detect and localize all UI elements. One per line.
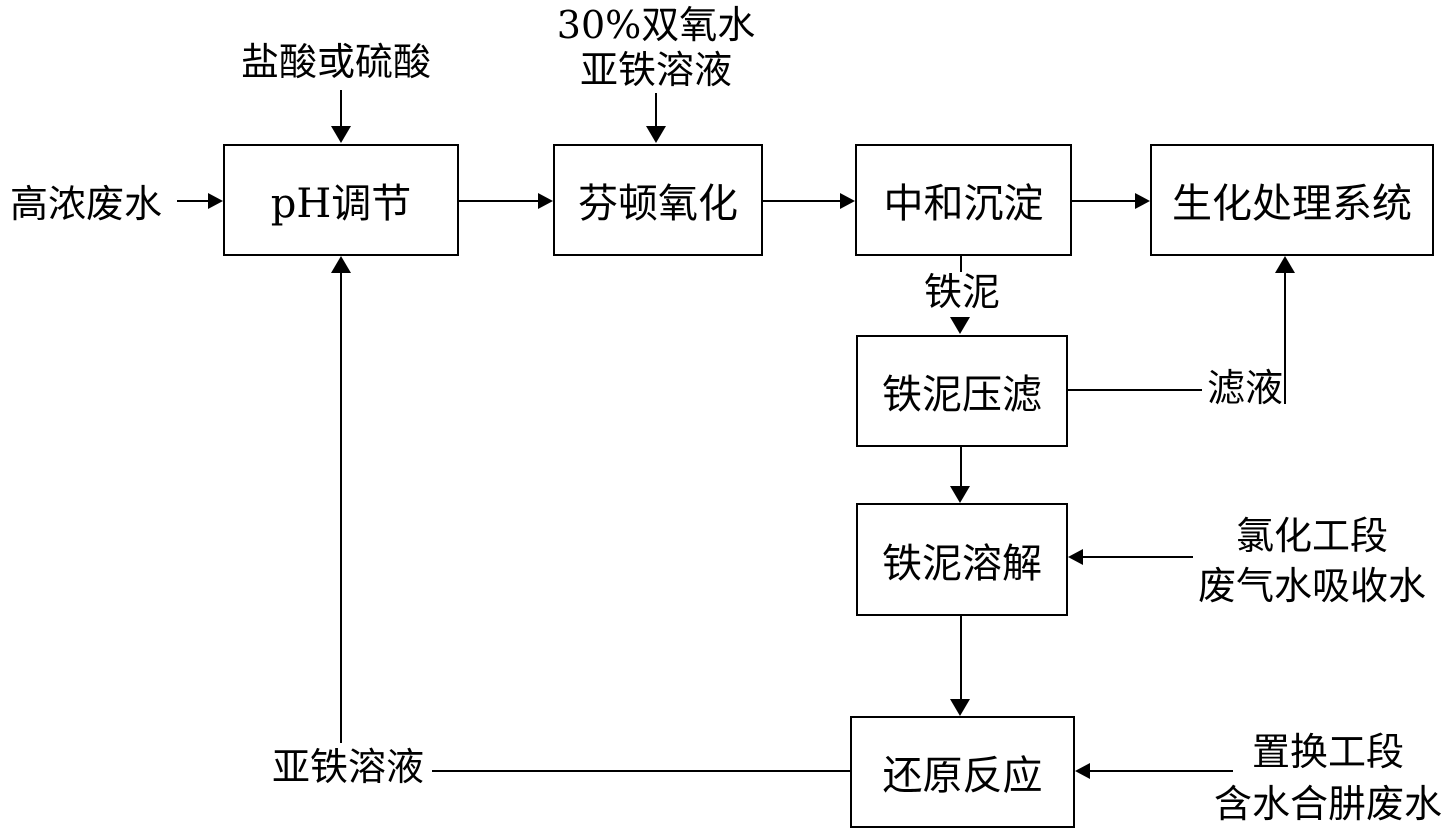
process-box-ph-adjust-label: pH调节 bbox=[270, 181, 412, 227]
arrow-filtrate-to-bio-line bbox=[1284, 272, 1286, 404]
flow-label-chlorination: 氯化工段 废气水吸收水 bbox=[1188, 511, 1436, 611]
flow-label-peroxide: 30%双氧水 亚铁溶液 bbox=[544, 3, 768, 93]
flow-label-iron-sludge: 铁泥 bbox=[923, 270, 1000, 314]
line-press-to-filtrate bbox=[1068, 389, 1202, 391]
arrow-ph-to-fenton-head bbox=[538, 193, 553, 209]
process-box-reduction: 还原反应 bbox=[850, 716, 1075, 828]
flow-label-influent: 高浓废水 bbox=[9, 182, 162, 226]
arrow-press-to-dissolve-line bbox=[960, 447, 962, 487]
arrow-acid-to-ph-head bbox=[331, 126, 351, 143]
flow-label-filtrate: 滤液 bbox=[1206, 366, 1283, 410]
process-box-sludge-dissolve: 铁泥溶解 bbox=[856, 503, 1068, 616]
arrow-acid-to-ph-line bbox=[340, 90, 342, 127]
arrow-neutral-to-bio-head bbox=[1135, 193, 1150, 209]
flow-label-replacement: 置换工段 含水合肼废水 bbox=[1206, 726, 1450, 830]
process-box-neutralization-label: 中和沉淀 bbox=[883, 181, 1044, 227]
flow-label-chlorination-line2: 废气水吸收水 bbox=[1197, 564, 1426, 608]
arrow-peroxide-to-fenton-line bbox=[655, 93, 657, 127]
flow-label-replacement-line2: 含水合肼废水 bbox=[1213, 782, 1442, 826]
process-box-fenton-oxidation: 芬顿氧化 bbox=[553, 144, 763, 256]
arrow-replacement-to-reduction-head bbox=[1075, 763, 1090, 779]
flow-label-acid: 盐酸或硫酸 bbox=[240, 40, 431, 84]
arrow-influent-to-ph-head bbox=[208, 193, 223, 209]
arrow-fenton-to-neutral-head bbox=[840, 193, 855, 209]
flow-label-peroxide-line2: 亚铁溶液 bbox=[579, 48, 732, 92]
flow-label-chlorination-line1: 氯化工段 bbox=[1235, 514, 1388, 558]
process-box-sludge-press: 铁泥压滤 bbox=[856, 335, 1068, 447]
arrow-replacement-to-reduction-line bbox=[1090, 770, 1233, 772]
arrow-chlorination-to-dissolve-line bbox=[1083, 556, 1193, 558]
flow-label-replacement-line1: 置换工段 bbox=[1251, 730, 1404, 774]
process-box-reduction-label: 还原反应 bbox=[882, 753, 1043, 799]
arrow-dissolve-to-reduction-head bbox=[950, 699, 970, 716]
arrow-peroxide-to-fenton-head bbox=[646, 126, 666, 143]
arrow-neutral-to-bio-line bbox=[1072, 200, 1136, 202]
process-box-biochemical-system-label: 生化处理系统 bbox=[1172, 181, 1412, 227]
process-box-sludge-dissolve-label: 铁泥溶解 bbox=[882, 540, 1042, 587]
arrow-sludge-to-press-head bbox=[950, 317, 970, 334]
flow-label-peroxide-line1: 30%双氧水 bbox=[556, 3, 756, 47]
arrow-ph-to-fenton-line bbox=[459, 200, 539, 202]
process-box-biochemical-system: 生化处理系统 bbox=[1150, 144, 1434, 256]
arrow-neutral-to-sludge-stub bbox=[960, 256, 962, 272]
arrow-filtrate-to-bio-head bbox=[1275, 256, 1295, 273]
arrow-ferrous-to-ph-head bbox=[331, 256, 351, 273]
process-box-neutralization: 中和沉淀 bbox=[855, 144, 1072, 256]
arrow-influent-to-ph-line bbox=[177, 200, 209, 202]
arrow-dissolve-to-reduction-line bbox=[960, 616, 962, 700]
arrow-fenton-to-neutral-line bbox=[763, 200, 841, 202]
arrow-chlorination-to-dissolve-head bbox=[1068, 549, 1083, 565]
flow-label-ferrous-recycle: 亚铁溶液 bbox=[271, 745, 424, 789]
arrow-ferrous-to-ph-line bbox=[340, 272, 342, 743]
process-box-ph-adjust: pH调节 bbox=[223, 144, 459, 256]
process-box-fenton-oxidation-label: 芬顿氧化 bbox=[578, 181, 738, 227]
arrow-press-to-dissolve-head bbox=[950, 486, 970, 503]
line-reduction-to-ferrous bbox=[432, 770, 850, 772]
process-box-sludge-press-label: 铁泥压滤 bbox=[882, 372, 1042, 418]
